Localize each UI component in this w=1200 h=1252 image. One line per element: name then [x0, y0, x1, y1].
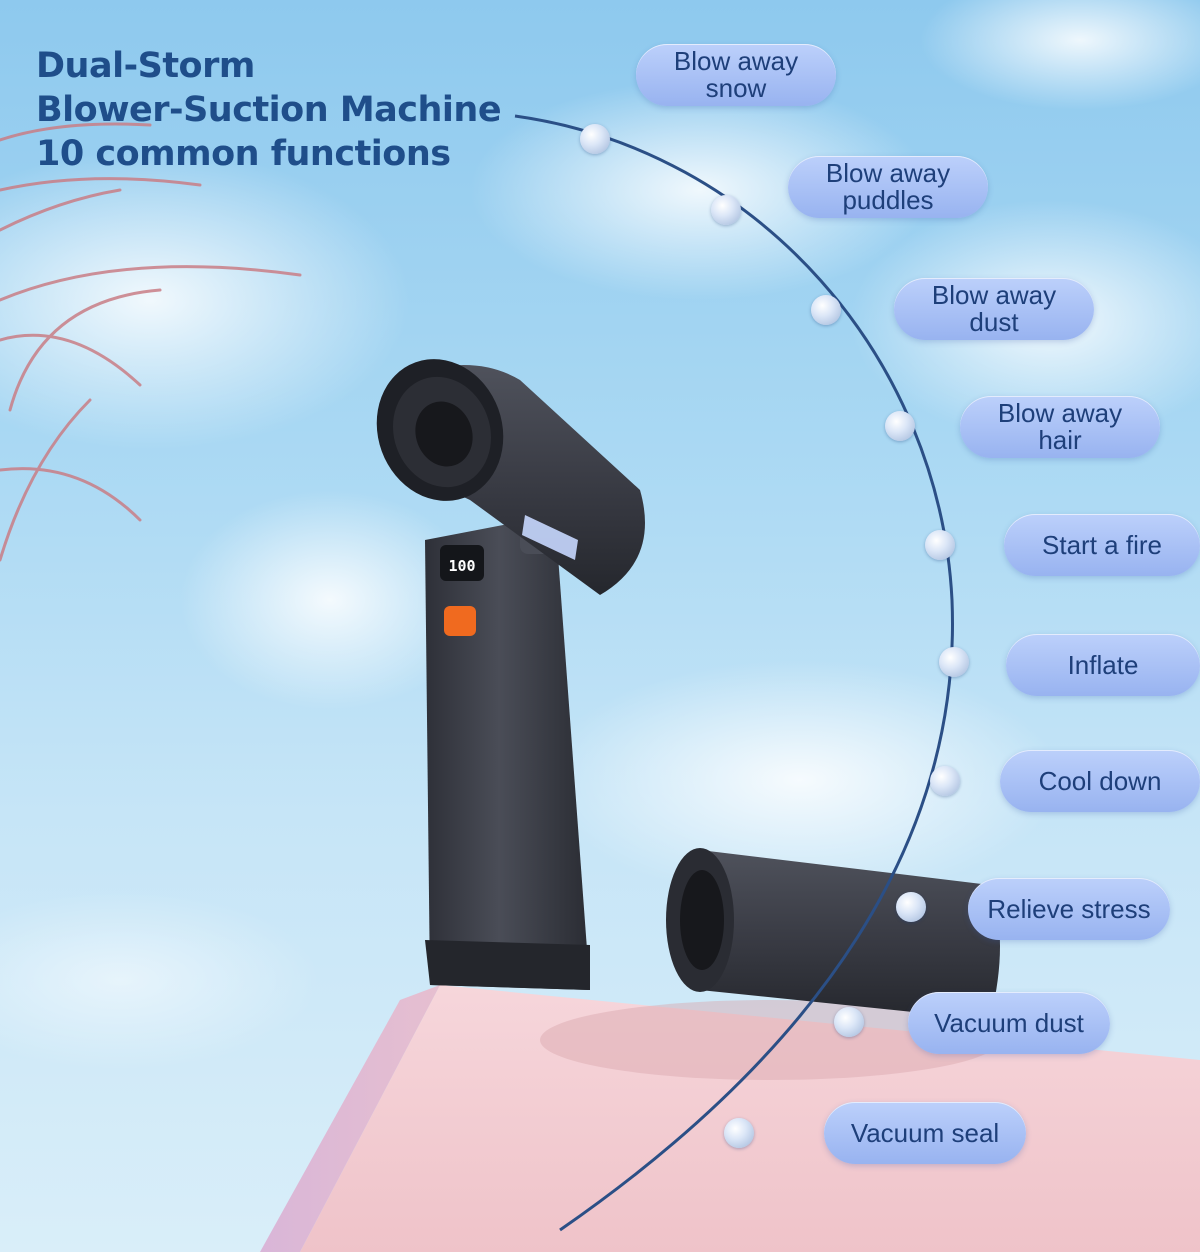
- timeline-node-icon: [811, 295, 841, 325]
- function-pill-3: Blow away dust: [894, 278, 1094, 340]
- headline-line-3: 10 common functions: [36, 134, 451, 174]
- function-pill-1: Blow away snow: [636, 44, 836, 106]
- timeline-node-icon: [939, 647, 969, 677]
- timeline-node-icon: [580, 124, 610, 154]
- timeline-node-icon: [885, 411, 915, 441]
- function-pill-5: Start a fire: [1004, 514, 1200, 576]
- function-pill-9: Vacuum dust: [908, 992, 1110, 1054]
- function-pill-4: Blow away hair: [960, 396, 1160, 458]
- timeline-node-icon: [930, 766, 960, 796]
- power-button: [444, 606, 476, 636]
- timeline-node-icon: [925, 530, 955, 560]
- headline-line-1: Dual-Storm: [36, 46, 255, 86]
- timeline-node-icon: [834, 1007, 864, 1037]
- function-pill-8: Relieve stress: [968, 878, 1170, 940]
- timeline-node-icon: [896, 892, 926, 922]
- headline: Dual-Storm Blower-Suction Machine 10 com…: [36, 44, 502, 176]
- battery-display: 100: [448, 557, 475, 575]
- function-pill-2: Blow away puddles: [788, 156, 988, 218]
- timeline-node-icon: [711, 195, 741, 225]
- pampas-grass: [0, 122, 302, 562]
- function-pill-10: Vacuum seal: [824, 1102, 1026, 1164]
- detached-nozzle: [666, 848, 1000, 1020]
- headline-line-2: Blower-Suction Machine: [36, 90, 502, 130]
- timeline-node-icon: [724, 1118, 754, 1148]
- blower-device: 100: [376, 359, 645, 990]
- function-pill-7: Cool down: [1000, 750, 1200, 812]
- function-pill-6: Inflate: [1006, 634, 1200, 696]
